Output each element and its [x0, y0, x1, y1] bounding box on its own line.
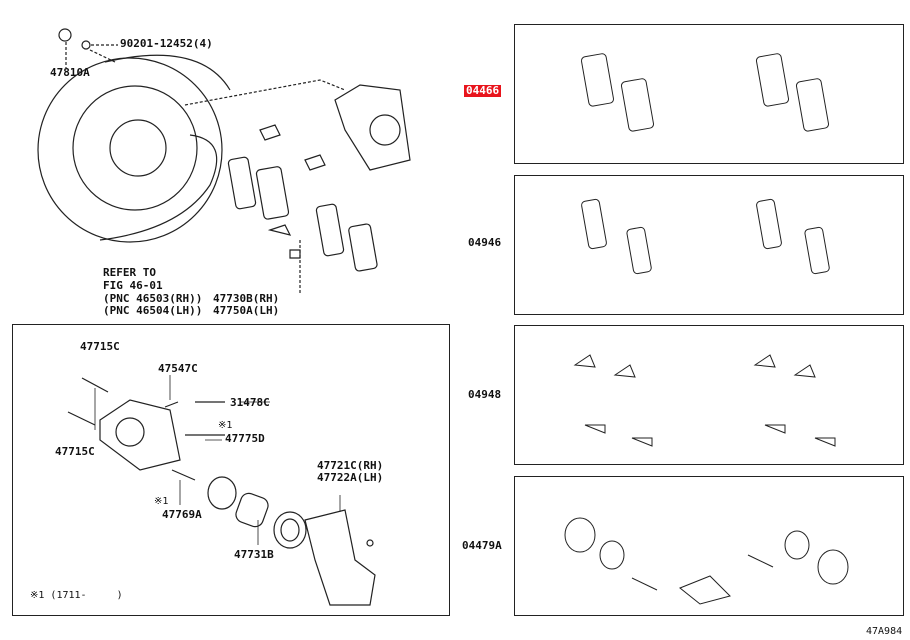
label-47750A[interactable]: 47750A(LH): [213, 304, 280, 317]
caliper-assembly-box: [12, 324, 450, 616]
pnc-46504: (PNC 46504(LH)): [103, 304, 203, 317]
refer-to-text: REFER TO: [103, 266, 156, 279]
label-47769A[interactable]: 47769A: [162, 508, 202, 521]
kit-box-04948: [514, 325, 904, 465]
note-mark: ※1: [154, 496, 169, 507]
caliper-top[interactable]: [334, 84, 411, 171]
label-47721C[interactable]: 47721C(RH): [317, 459, 384, 472]
label-90201-12452[interactable]: 90201-12452(4): [120, 37, 213, 50]
kit-label-04466[interactable]: 04466: [464, 84, 502, 97]
note-mark: ※1: [218, 420, 233, 431]
kit-box-04466: [514, 24, 904, 164]
pads-top[interactable]: [227, 124, 378, 272]
label-47715C-upper[interactable]: 47715C: [80, 340, 120, 353]
diagram-id: 47A984: [866, 626, 903, 637]
fig-reference-link[interactable]: FIG 46-01: [103, 279, 163, 292]
label-47547C[interactable]: 47547C: [158, 362, 198, 375]
kit-label-04479A[interactable]: 04479A: [462, 539, 502, 552]
kit-box-04479A: [514, 476, 904, 616]
footnote: ※1 (1711- ): [30, 590, 123, 601]
kit-label-04948[interactable]: 04948: [468, 388, 502, 401]
label-47730B[interactable]: 47730B(RH): [213, 292, 280, 305]
label-47731B[interactable]: 47731B: [234, 548, 274, 561]
label-47722A[interactable]: 47722A(LH): [317, 471, 384, 484]
kit-label-04946[interactable]: 04946: [468, 236, 502, 249]
pnc-46503: (PNC 46503(RH)): [103, 292, 203, 305]
label-47810A[interactable]: 47810A: [50, 66, 90, 79]
kit-box-04946: [514, 175, 904, 315]
caliper-assembly[interactable]: [67, 375, 376, 606]
backing-plate[interactable]: [37, 28, 231, 243]
kit-drawings[interactable]: [564, 53, 849, 605]
label-31478C[interactable]: 31478C: [230, 396, 270, 409]
label-47775D[interactable]: 47775D: [225, 432, 265, 445]
label-47715C-lower[interactable]: 47715C: [55, 445, 95, 458]
